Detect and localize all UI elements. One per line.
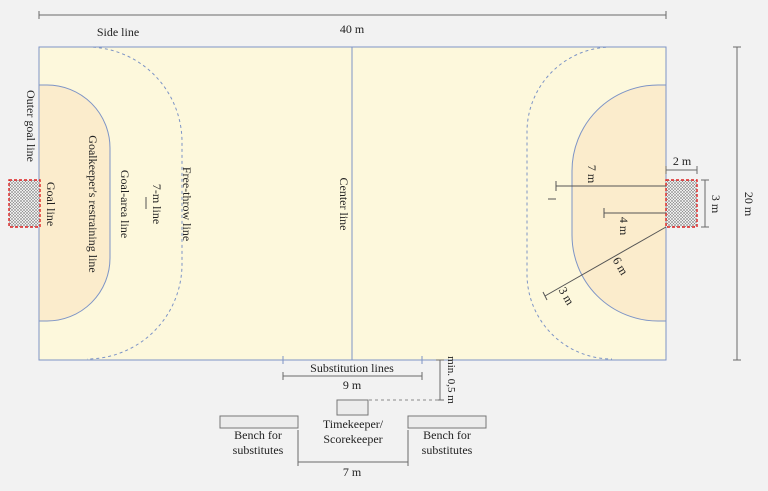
free-throw-line-label: Free-throw line <box>180 167 194 241</box>
right-free-throw-line <box>526 46 613 360</box>
side-line-label: Side line <box>97 25 139 39</box>
goal-line-label: Goal line <box>44 182 58 226</box>
right-bench <box>407 415 487 429</box>
radius-tick <box>542 291 548 301</box>
left-bench-label-line1: Bench for <box>234 428 282 442</box>
outer-goal-line-label: Outer goal line <box>24 90 38 162</box>
four-m-label: 4 m <box>617 217 631 236</box>
width-label: 20 m <box>742 192 756 217</box>
two-m-label: 2 m <box>673 154 692 168</box>
goal-width-label: 3 m <box>709 195 723 214</box>
timekeeper-table <box>336 399 369 416</box>
goalkeeper-restraining-line-label: Goalkeeper's restraining line <box>86 135 100 272</box>
right-goal-area <box>571 84 667 322</box>
six-m-radius-line <box>544 226 667 297</box>
seven-m-line-label: 7-m line <box>150 184 164 224</box>
left-bench <box>219 415 299 429</box>
seven-m-label: 7 m <box>585 165 599 184</box>
substitution-lines-label: Substitution lines <box>310 361 394 375</box>
timekeeper-label-line2: Scorekeeper <box>323 432 382 446</box>
right-bench-label-line1: Bench for <box>423 428 471 442</box>
left-goal-area <box>38 84 111 322</box>
left-bench-label-line2: substitutes <box>233 443 284 457</box>
nine-m-label: 9 m <box>343 378 362 392</box>
center-line-label: Center line <box>337 178 351 231</box>
length-label: 40 m <box>340 22 365 36</box>
right-goal <box>665 179 698 228</box>
seven-m-bench-label: 7 m <box>343 465 362 479</box>
timekeeper-label-line1: Timekeeper/ <box>323 417 384 431</box>
left-goal <box>8 179 41 228</box>
left-free-throw-line <box>86 46 183 360</box>
right-bench-label-line2: substitutes <box>422 443 473 457</box>
goal-area-line-label: Goal-area line <box>118 170 132 238</box>
min-half-m-label: min. 0,5 m <box>445 356 457 404</box>
